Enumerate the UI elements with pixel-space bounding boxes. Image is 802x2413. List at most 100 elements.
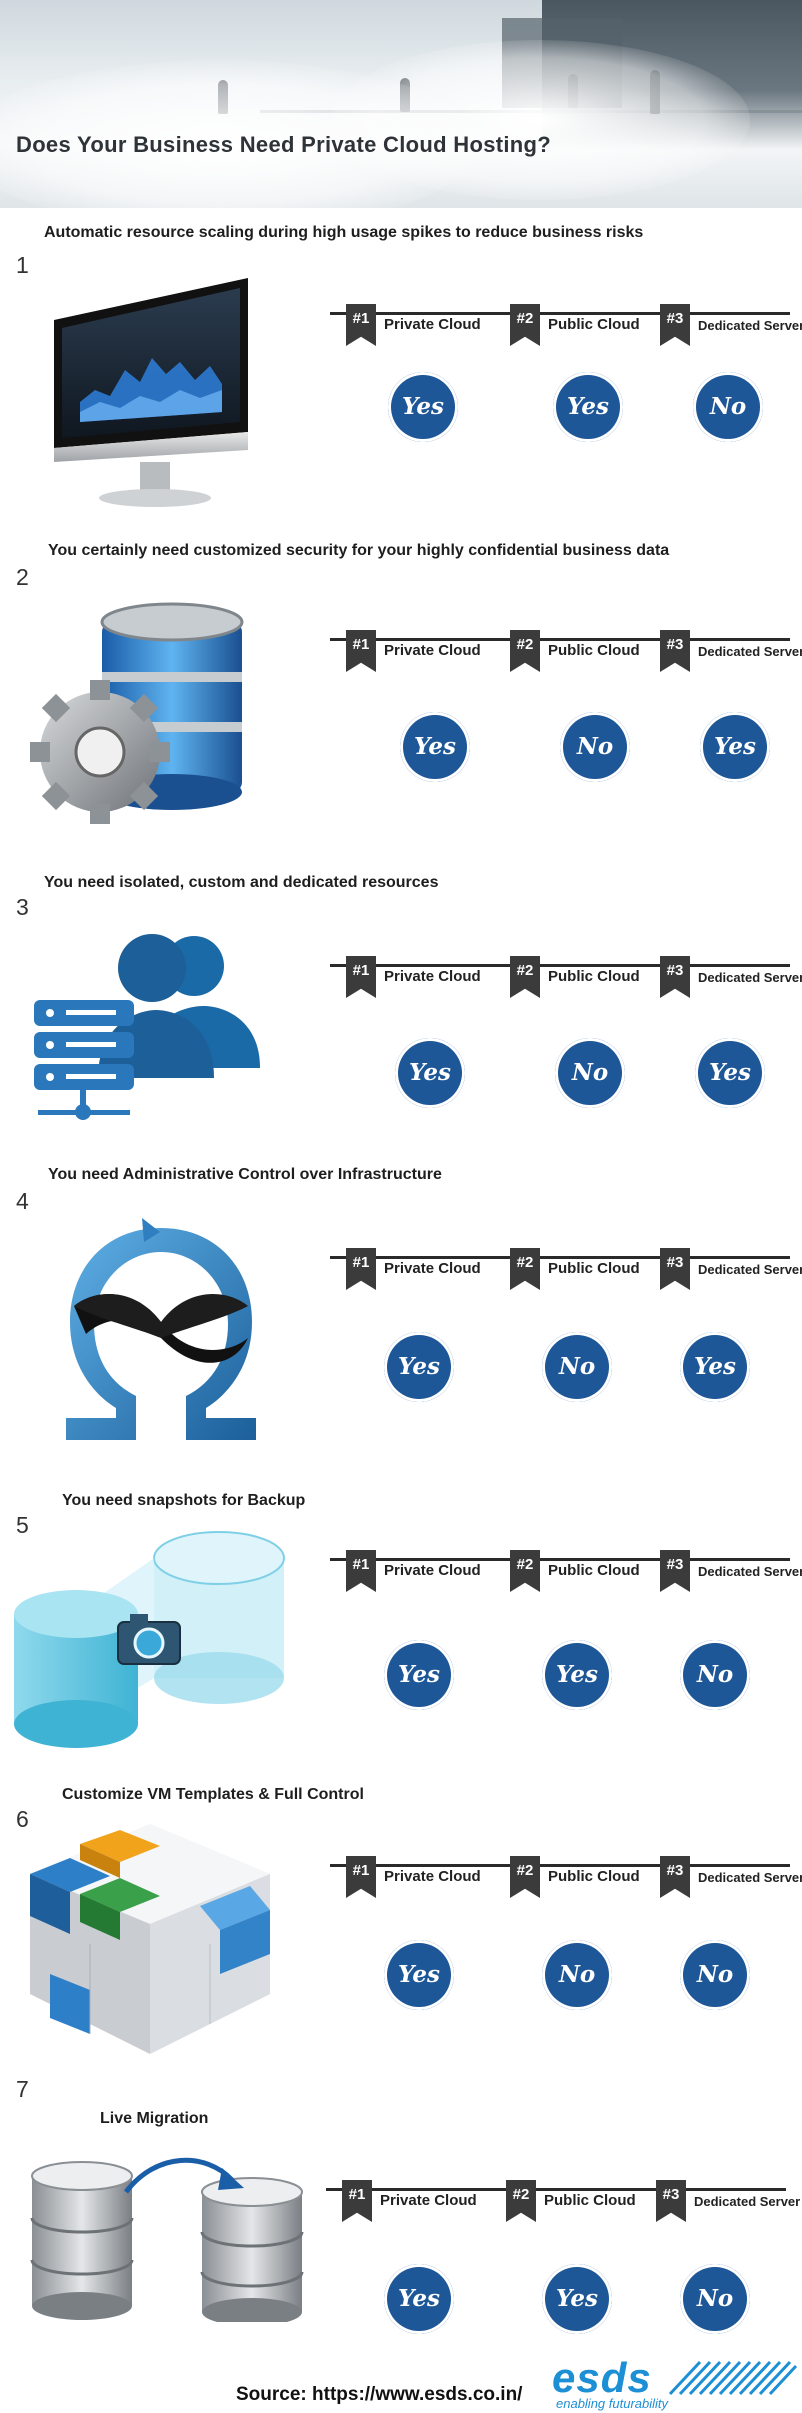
options-divider xyxy=(330,964,790,967)
rank-badge: #3 xyxy=(660,1550,690,1592)
section-heading: You need snapshots for Backup xyxy=(62,1492,306,1509)
section-heading: Live Migration xyxy=(100,2110,209,2127)
rank-badge: #1 xyxy=(342,2180,372,2222)
section-number: 7 xyxy=(16,2076,29,2102)
monitor-chart-icon xyxy=(54,278,248,507)
answer-private-cloud: Yes xyxy=(388,372,458,442)
option-label: Private Cloud xyxy=(384,316,481,333)
rank-badge: #2 xyxy=(510,1856,540,1898)
options-divider xyxy=(330,1256,790,1259)
section-number: 2 xyxy=(16,564,29,590)
section-4: 4 You need Administrative Control over I… xyxy=(0,1160,802,1470)
option-label: Dedicated Server xyxy=(698,970,802,985)
options-row: #1 Private Cloud #2 Public Cloud #3 Dedi… xyxy=(330,1550,802,1592)
rank-badge: #2 xyxy=(510,1248,540,1290)
option-label: Dedicated Server xyxy=(698,644,802,659)
cylinders-camera-icon xyxy=(14,1531,285,1748)
options-row: #1 Private Cloud #2 Public Cloud #3 Dedi… xyxy=(330,1856,802,1898)
database-gear-icon xyxy=(30,602,244,824)
section-heading: You need isolated, custom and dedicated … xyxy=(44,874,439,891)
options-divider xyxy=(330,1558,790,1561)
esds-logo: esds enabling futurability xyxy=(552,2354,798,2411)
section-1: 1 Automatic resource scaling during high… xyxy=(0,212,802,532)
section-number: 1 xyxy=(16,252,29,278)
database-migration-icon xyxy=(30,2157,304,2322)
option-label: Private Cloud xyxy=(384,1260,481,1277)
rank-badge: #2 xyxy=(510,304,540,346)
section-6: 6 Customize VM Templates & Full Control … xyxy=(0,1784,802,2070)
rank-badge: #1 xyxy=(346,1856,376,1898)
answer-public-cloud: No xyxy=(542,1940,612,2010)
logo-text: esds xyxy=(552,2354,652,2401)
rank-badge: #3 xyxy=(660,304,690,346)
rank-badge: #1 xyxy=(346,630,376,672)
answer-public-cloud: No xyxy=(542,1332,612,1402)
answer-private-cloud: Yes xyxy=(384,1940,454,2010)
option-label: Dedicated Server xyxy=(698,1870,802,1885)
section-2: 2 You certainly need customized security… xyxy=(0,530,802,860)
cube-blocks-icon xyxy=(30,1824,270,2054)
rank-badge: #3 xyxy=(656,2180,686,2222)
rank-badge: #2 xyxy=(510,1550,540,1592)
options-divider xyxy=(330,1864,790,1867)
rank-badge: #1 xyxy=(346,1550,376,1592)
answer-dedicated-server: Yes xyxy=(700,712,770,782)
section-number: 4 xyxy=(16,1188,29,1214)
answer-public-cloud: No xyxy=(560,712,630,782)
section-number: 5 xyxy=(16,1512,29,1538)
options-divider xyxy=(330,638,790,641)
answer-dedicated-server: Yes xyxy=(680,1332,750,1402)
option-label: Public Cloud xyxy=(548,968,640,985)
answer-dedicated-server: No xyxy=(693,372,763,442)
rank-badge: #2 xyxy=(510,630,540,672)
option-label: Private Cloud xyxy=(384,1868,481,1885)
page-title: Does Your Business Need Private Cloud Ho… xyxy=(16,132,551,157)
options-divider xyxy=(330,312,790,315)
options-row: #1 Private Cloud #2 Public Cloud #3 Dedi… xyxy=(330,304,802,346)
answer-public-cloud: Yes xyxy=(542,1640,612,1710)
section-number: 3 xyxy=(16,894,29,920)
section-7: 7 Live Migration #1 Private Cloud xyxy=(0,2076,802,2346)
logo-tagline: enabling futurability xyxy=(556,2396,669,2411)
rank-badge: #2 xyxy=(506,2180,536,2222)
option-label: Private Cloud xyxy=(384,642,481,659)
section-heading: Automatic resource scaling during high u… xyxy=(44,224,644,241)
option-label: Private Cloud xyxy=(380,2192,477,2209)
answer-private-cloud: Yes xyxy=(384,1640,454,1710)
option-label: Public Cloud xyxy=(544,2192,636,2209)
option-label: Dedicated Server xyxy=(698,1564,802,1579)
rank-badge: #1 xyxy=(346,956,376,998)
section-heading: You need Administrative Control over Inf… xyxy=(48,1166,442,1183)
answer-private-cloud: Yes xyxy=(400,712,470,782)
rank-badge: #3 xyxy=(660,1856,690,1898)
options-row: #1 Private Cloud #2 Public Cloud #3 Dedi… xyxy=(330,630,802,672)
answer-public-cloud: Yes xyxy=(553,372,623,442)
answer-private-cloud: Yes xyxy=(384,1332,454,1402)
option-label: Public Cloud xyxy=(548,316,640,333)
option-label: Private Cloud xyxy=(384,968,481,985)
option-label: Public Cloud xyxy=(548,642,640,659)
answer-dedicated-server: No xyxy=(680,1940,750,2010)
section-number: 6 xyxy=(16,1806,29,1832)
options-row: #1 Private Cloud #2 Public Cloud #3 Dedi… xyxy=(330,956,802,998)
answer-dedicated-server: No xyxy=(680,2264,750,2334)
options-row: #1 Private Cloud #2 Public Cloud #3 Dedi… xyxy=(330,1248,802,1290)
options-divider xyxy=(326,2188,786,2191)
rank-badge: #3 xyxy=(660,956,690,998)
hero-banner: Does Your Business Need Private Cloud Ho… xyxy=(0,0,802,208)
rank-badge: #1 xyxy=(346,1248,376,1290)
option-label: Public Cloud xyxy=(548,1562,640,1579)
answer-private-cloud: Yes xyxy=(395,1038,465,1108)
answer-dedicated-server: No xyxy=(680,1640,750,1710)
server-users-icon xyxy=(34,934,260,1120)
omega-infinity-icon xyxy=(66,1218,256,1440)
options-row: #1 Private Cloud #2 Public Cloud #3 Dedi… xyxy=(326,2180,800,2222)
option-label: Dedicated Server xyxy=(694,2194,801,2209)
option-label: Public Cloud xyxy=(548,1868,640,1885)
rank-badge: #1 xyxy=(346,304,376,346)
rank-badge: #3 xyxy=(660,630,690,672)
option-label: Dedicated Server xyxy=(698,318,802,333)
option-label: Dedicated Server xyxy=(698,1262,802,1277)
source-link[interactable]: Source: https://www.esds.co.in/ xyxy=(236,2384,523,2405)
answer-dedicated-server: Yes xyxy=(695,1038,765,1108)
